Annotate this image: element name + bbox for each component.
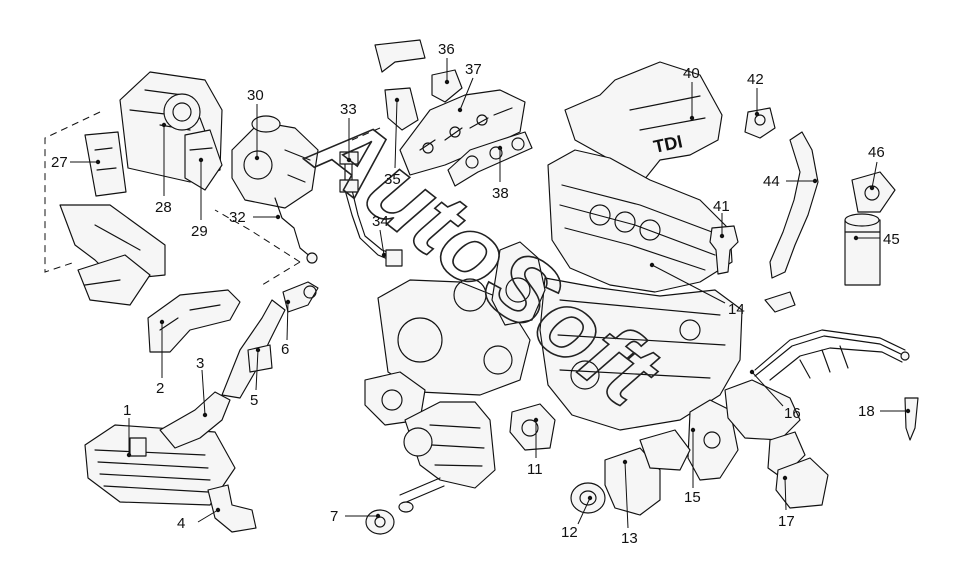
callout-37: 37 bbox=[465, 61, 482, 78]
callout-7: 7 bbox=[330, 508, 338, 525]
thermostat-42 bbox=[744, 107, 776, 139]
injector-41 bbox=[709, 225, 739, 275]
cylinder-head bbox=[547, 149, 733, 293]
callout-33: 33 bbox=[340, 101, 357, 118]
air-duct-upper bbox=[84, 131, 127, 197]
water-pump-16 bbox=[724, 379, 801, 441]
callout-4: 4 bbox=[177, 515, 185, 532]
callout-45: 45 bbox=[883, 231, 900, 248]
hose-4 bbox=[207, 484, 257, 533]
mount-11 bbox=[509, 403, 556, 451]
alternator bbox=[403, 401, 496, 489]
callout-12: 12 bbox=[561, 524, 578, 541]
callout-36: 36 bbox=[438, 41, 455, 58]
coolant-pipe-44 bbox=[764, 131, 819, 313]
oil-cooler-13 bbox=[604, 429, 691, 516]
callout-38: 38 bbox=[492, 185, 509, 202]
fuel-lines-16 bbox=[754, 329, 910, 381]
bracket-17 bbox=[767, 431, 829, 509]
starter-rod bbox=[398, 477, 445, 513]
engine-block bbox=[539, 277, 743, 431]
callout-46: 46 bbox=[868, 144, 885, 161]
callout-42: 42 bbox=[747, 71, 764, 88]
callout-14: 14 bbox=[728, 301, 745, 318]
callout-27: 27 bbox=[51, 154, 68, 171]
vacuum-pump bbox=[231, 115, 319, 209]
callout-6: 6 bbox=[281, 341, 289, 358]
turbo-oil-pipe bbox=[339, 151, 403, 267]
exhaust-manifold bbox=[399, 89, 526, 176]
manifold-gasket bbox=[447, 131, 533, 187]
hose-5 bbox=[221, 299, 286, 399]
callout-30: 30 bbox=[247, 87, 264, 104]
callout-5: 5 bbox=[250, 392, 258, 409]
callout-11: 11 bbox=[527, 461, 543, 478]
leader-lines bbox=[70, 58, 911, 529]
callout-35: 35 bbox=[384, 171, 401, 188]
fuel-filter-45 bbox=[844, 213, 881, 286]
callout-41: 41 bbox=[713, 198, 730, 215]
airbox-group-frame bbox=[44, 111, 381, 286]
callout-15: 15 bbox=[684, 489, 701, 506]
glow-plug-18 bbox=[904, 397, 919, 441]
callout-1: 1 bbox=[123, 402, 131, 419]
sensor-7 bbox=[365, 509, 395, 535]
callout-44: 44 bbox=[763, 173, 780, 190]
timing-cover bbox=[377, 278, 531, 396]
turbocharger bbox=[491, 241, 546, 326]
callout-labels: 1 2 3 4 5 6 7 11 12 13 14 15 16 17 18 27… bbox=[51, 41, 900, 547]
hose-2 bbox=[147, 289, 241, 353]
callout-17: 17 bbox=[778, 513, 795, 530]
air-filter-body bbox=[184, 129, 223, 191]
air-filter-lid bbox=[59, 204, 166, 306]
callout-18: 18 bbox=[858, 403, 875, 420]
manifold-bracket bbox=[374, 39, 426, 131]
callout-32: 32 bbox=[229, 209, 246, 226]
callout-34: 34 bbox=[372, 213, 389, 230]
callout-16: 16 bbox=[784, 405, 801, 422]
callout-29: 29 bbox=[191, 223, 208, 240]
heat-shield-36 bbox=[431, 69, 463, 103]
hose-3 bbox=[159, 391, 231, 449]
callout-40: 40 bbox=[683, 65, 700, 82]
hose-6 bbox=[282, 281, 319, 313]
callout-3: 3 bbox=[196, 355, 204, 372]
callout-28: 28 bbox=[155, 199, 172, 216]
oil-pipe-bracket-15 bbox=[687, 399, 739, 481]
callout-2: 2 bbox=[156, 380, 164, 397]
oil-line bbox=[274, 197, 318, 264]
callout-13: 13 bbox=[621, 530, 638, 547]
flywheel-housing bbox=[364, 371, 426, 426]
